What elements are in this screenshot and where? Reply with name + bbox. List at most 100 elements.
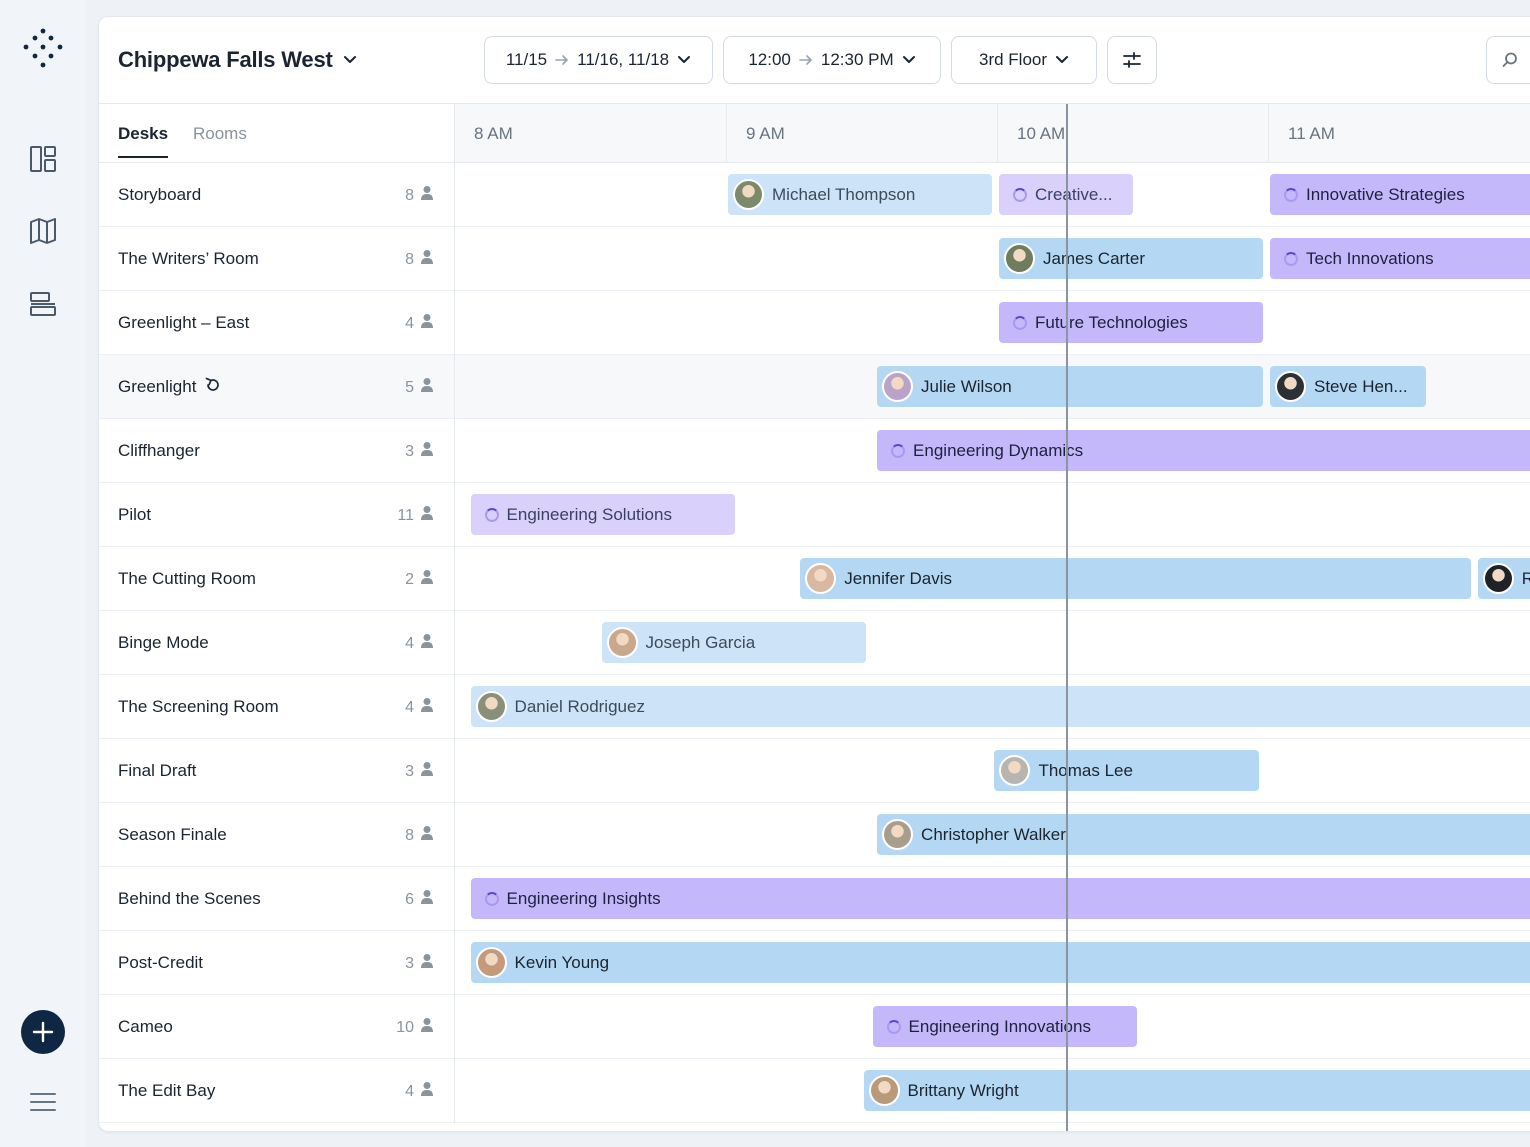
time-end: 12:30 PM (820, 50, 894, 69)
room-capacity: 3 (405, 761, 434, 782)
filters-button[interactable] (1107, 36, 1157, 84)
person-booking[interactable]: James Carter (999, 238, 1264, 279)
person-icon (420, 825, 434, 846)
room-cell[interactable]: The Screening Room 4 (99, 675, 455, 739)
room-name: The Cutting Room (118, 569, 256, 589)
person-booking[interactable]: Jennifer Davis (800, 558, 1472, 599)
room-name-text: Greenlight (118, 377, 197, 396)
avatar (999, 755, 1031, 786)
floor-selector[interactable]: 3rd Floor (951, 36, 1097, 84)
time-range-picker[interactable]: 12:00 12:30 PM (723, 36, 941, 84)
person-booking[interactable]: Julie Wilson (877, 366, 1264, 407)
room-row[interactable]: The Edit Bay 4 (99, 1059, 1530, 1123)
team-booking[interactable]: Innovative Strategies (1270, 174, 1530, 215)
room-capacity: 8 (405, 825, 434, 846)
room-name-text: Behind the Scenes (118, 889, 261, 908)
room-name-text: The Screening Room (118, 697, 279, 716)
capacity-count: 4 (405, 1082, 414, 1100)
person-booking[interactable]: Michael Thompson (728, 174, 993, 215)
person-icon (420, 377, 434, 398)
avatar (475, 691, 507, 722)
room-cell[interactable]: Pilot 11 (99, 483, 455, 547)
room-cell[interactable]: The Edit Bay 4 (99, 1059, 455, 1123)
person-booking[interactable]: Christopher Walker (877, 814, 1530, 855)
person-booking[interactable]: Kevin Young (470, 942, 1530, 983)
room-name: Greenlight (118, 376, 222, 399)
team-booking[interactable]: Engineering Dynamics (877, 430, 1530, 471)
person-booking[interactable]: Daniel Rodriguez (470, 686, 1530, 727)
capacity-count: 10 (396, 1018, 414, 1036)
room-cell[interactable]: Binge Mode 4 (99, 611, 455, 675)
person-icon (420, 1081, 434, 1102)
pending-icon (484, 891, 499, 906)
date-range-picker[interactable]: 11/15 11/16, 11/18 (484, 36, 713, 84)
person-booking[interactable]: Brittany Wright (863, 1070, 1530, 1111)
dashboard-icon[interactable] (27, 143, 59, 175)
room-name-text: Greenlight – East (118, 313, 250, 332)
tab-rooms[interactable]: Rooms (193, 124, 247, 143)
tab-desks[interactable]: Desks (118, 124, 169, 158)
team-booking[interactable]: Future Technologies (999, 302, 1264, 343)
room-cell[interactable]: Final Draft 3 (99, 739, 455, 803)
room-capacity: 10 (396, 1017, 434, 1038)
capacity-count: 11 (397, 506, 414, 524)
pending-icon (1284, 251, 1298, 266)
person-booking[interactable]: Ri (1477, 558, 1530, 599)
map-icon[interactable] (27, 215, 59, 247)
search-button[interactable] (1486, 36, 1530, 84)
desks-icon[interactable] (27, 288, 59, 320)
room-name: The Edit Bay (118, 1081, 215, 1101)
room-name-text: The Cutting Room (118, 569, 256, 588)
menu-icon[interactable] (27, 1086, 59, 1118)
room-name-text: The Writers’ Room (118, 249, 259, 268)
add-button[interactable] (21, 1010, 65, 1054)
person-booking[interactable]: Joseph Garcia (601, 622, 866, 663)
sync-icon[interactable] (204, 376, 222, 399)
team-booking[interactable]: Tech Innovations (1270, 238, 1530, 279)
room-row[interactable]: Pilot 11 (99, 483, 1530, 547)
person-booking[interactable]: Thomas Lee (994, 750, 1259, 791)
room-row[interactable]: Final Draft 3 (99, 739, 1530, 803)
room-capacity: 4 (405, 633, 434, 654)
room-name: Binge Mode (118, 633, 209, 653)
logo-icon[interactable] (20, 26, 66, 72)
team-booking[interactable]: Engineering Innovations (872, 1006, 1137, 1047)
team-booking[interactable]: Engineering Insights (470, 878, 1530, 919)
hour-label: 10 AM (997, 104, 1268, 163)
booking-label: Kevin Young (514, 952, 610, 972)
hour-label: 9 AM (726, 104, 997, 163)
hour-label: 11 AM (1268, 104, 1530, 163)
person-booking[interactable]: Steve Hen... (1270, 366, 1427, 407)
person-icon (420, 185, 434, 206)
room-name: Final Draft (118, 761, 196, 781)
room-row[interactable]: Binge Mode 4 (99, 611, 1530, 675)
current-time-indicator (1065, 104, 1068, 1131)
team-booking[interactable]: Engineering Solutions (470, 494, 736, 535)
location-selector[interactable]: Chippewa Falls West (118, 47, 357, 73)
room-capacity: 4 (405, 697, 434, 718)
room-name: Pilot (118, 505, 151, 525)
room-name: Behind the Scenes (118, 889, 261, 909)
room-capacity: 11 (397, 505, 434, 526)
room-row[interactable]: The Screening Room 4 (99, 675, 1530, 739)
